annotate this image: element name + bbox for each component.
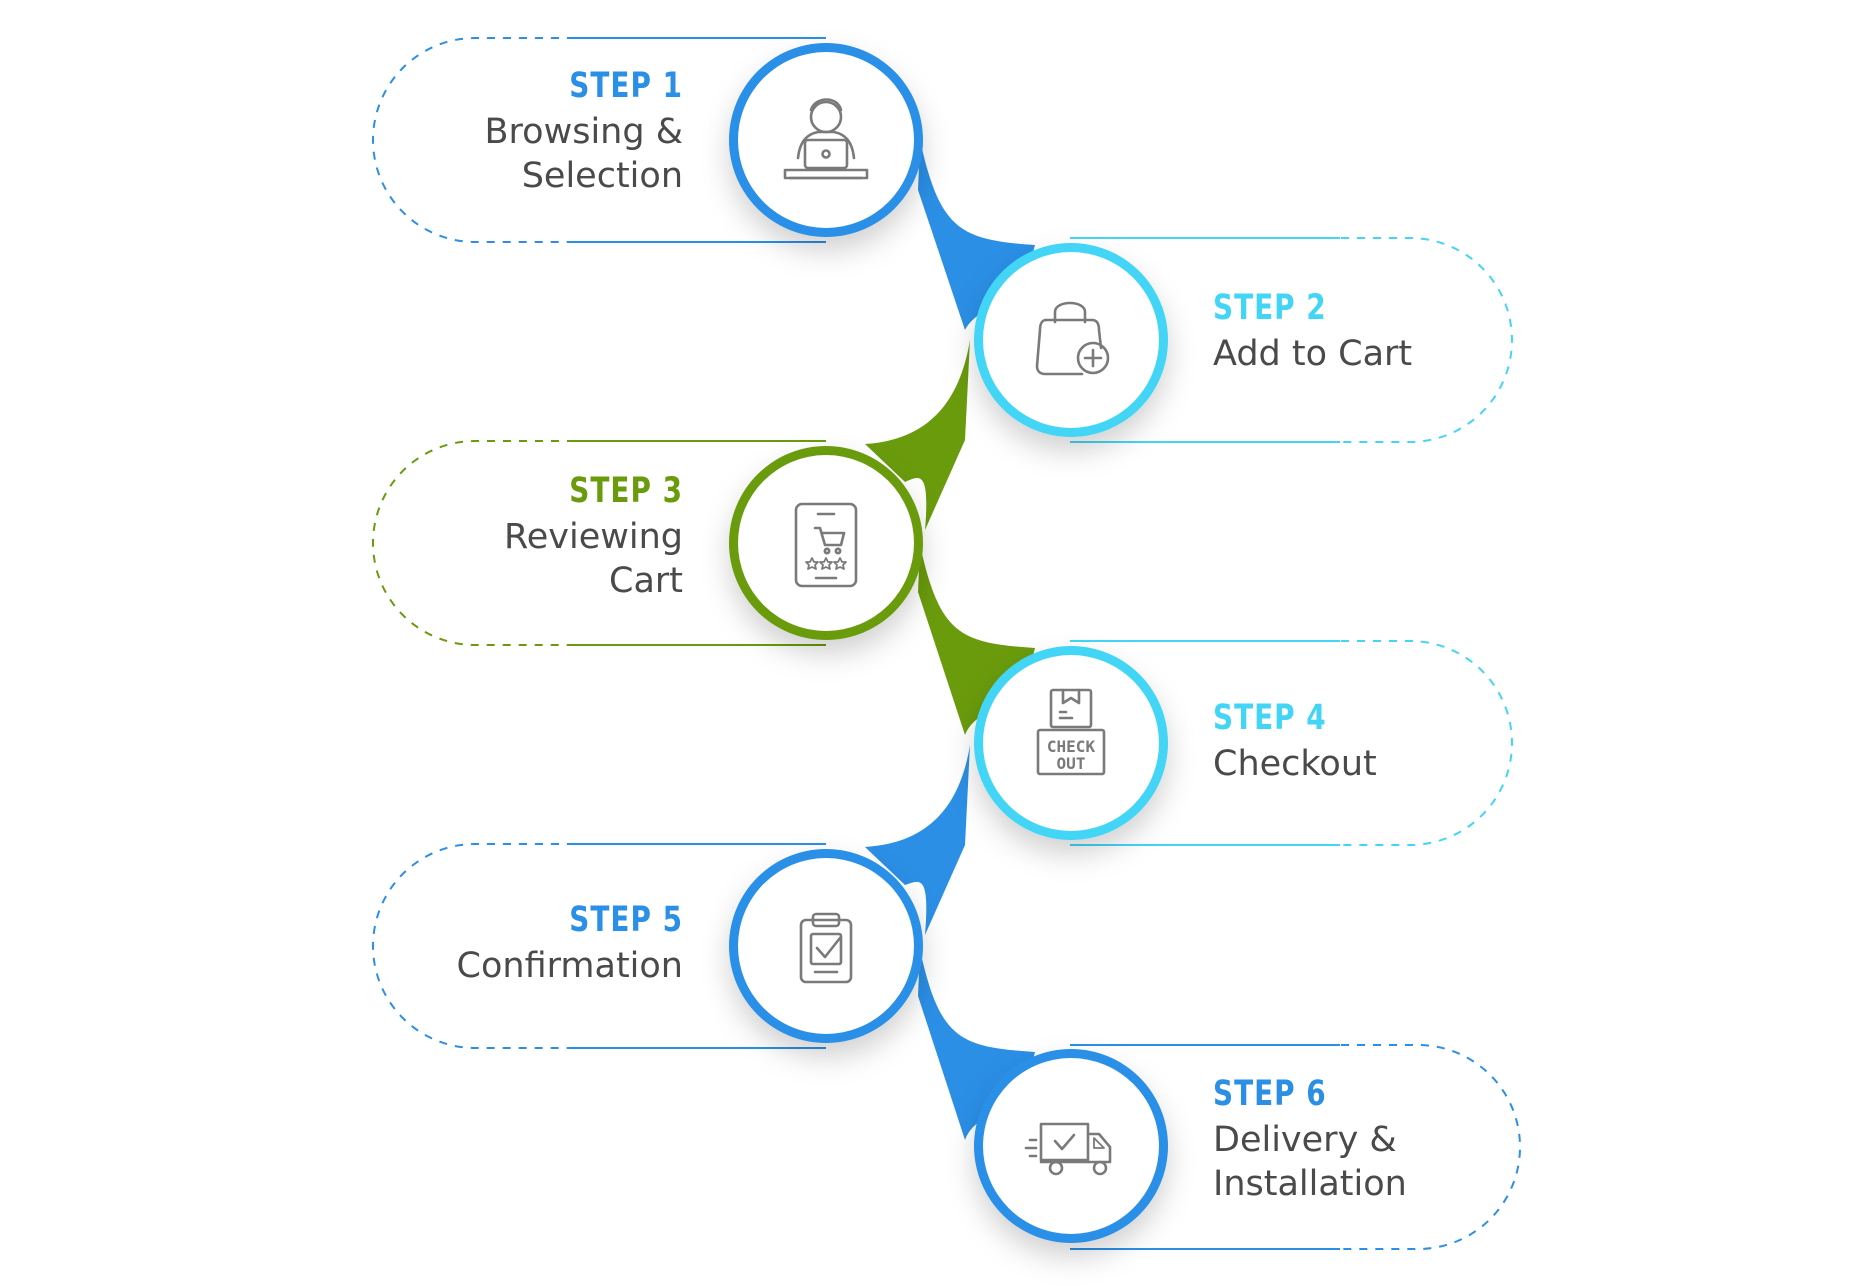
- step-6-number: STEP 6: [1213, 1073, 1327, 1114]
- connector-2-3: [865, 340, 970, 530]
- step-5-title: Confirmation: [456, 946, 683, 986]
- checkout-icon-line1: CHECK: [1047, 737, 1096, 756]
- delivery-truck-icon: [1024, 1122, 1112, 1176]
- step-6-dashed-pill: [1070, 1044, 1521, 1250]
- checkout-icon-line2: OUT: [1057, 754, 1086, 773]
- step-5-label: STEP 5 Confirmation: [383, 900, 683, 988]
- step-1-dashed-pill: [372, 37, 820, 243]
- step-5-number: STEP 5: [569, 899, 683, 940]
- clipboard-check-icon: [799, 912, 853, 984]
- step-2-label: STEP 2 Add to Cart: [1213, 288, 1513, 376]
- step-4-dashed-pill: [1070, 640, 1513, 846]
- step-2-dashed-pill: [1070, 237, 1513, 443]
- step-3-label: STEP 3 Reviewing Cart: [383, 471, 683, 603]
- step-3-dashed-pill: [372, 440, 820, 646]
- step-4-title: Checkout: [1213, 744, 1377, 784]
- step-4-number: STEP 4: [1213, 697, 1327, 738]
- connector-4-5: [865, 745, 970, 935]
- checkout-box-icon: CHECK OUT: [1036, 688, 1106, 776]
- step-2-title: Add to Cart: [1213, 334, 1413, 374]
- step-2-circle: [974, 243, 1168, 437]
- shopping-bag-add-icon: [1035, 301, 1110, 376]
- step-4-circle: [974, 646, 1168, 840]
- step-3-circle: [729, 446, 923, 640]
- step-6-title: Delivery & Installation: [1213, 1120, 1407, 1204]
- person-laptop-icon: [783, 98, 869, 180]
- step-6-label: STEP 6 Delivery & Installation: [1213, 1074, 1513, 1206]
- step-1-title: Browsing & Selection: [484, 112, 683, 196]
- step-3-title: Reviewing Cart: [504, 517, 683, 601]
- step-1-label: STEP 1 Browsing & Selection: [383, 66, 683, 198]
- step-2-number: STEP 2: [1213, 287, 1327, 328]
- step-5-dashed-pill: [372, 843, 820, 1049]
- step-4-label: STEP 4 Checkout: [1213, 698, 1513, 786]
- step-5-circle: [729, 849, 923, 1043]
- mobile-cart-rating-icon: [794, 502, 858, 588]
- step-6-circle: [974, 1049, 1168, 1243]
- step-1-number: STEP 1: [569, 65, 683, 106]
- step-3-number: STEP 3: [569, 470, 683, 511]
